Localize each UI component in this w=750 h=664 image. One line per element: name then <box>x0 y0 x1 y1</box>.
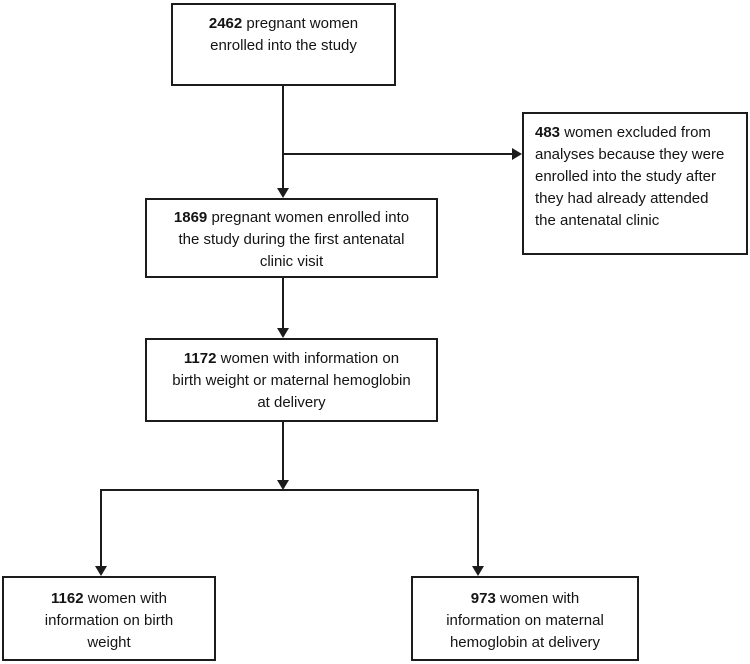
node-first-visit-line: clinic visit <box>259 253 324 270</box>
connector-enrolled-to-first-visit <box>282 85 284 188</box>
node-excluded-line: enrolled into the study after <box>535 168 716 185</box>
node-info-any-line: birth weight or maternal hemoglobin <box>172 372 411 389</box>
node-hemoglobin-count: 973 <box>470 590 496 607</box>
node-excluded-line: the antenatal clinic <box>535 212 660 229</box>
node-birth-weight-count: 1162 <box>51 590 84 607</box>
node-first-visit-line: the study during the first antenatal <box>178 231 405 248</box>
arrowhead-right-icon <box>512 148 522 160</box>
node-first-visit-count: 1869 <box>173 209 208 226</box>
node-hemoglobin: 973 women with information on maternal h… <box>411 576 639 661</box>
node-info-any-line: at delivery <box>257 394 326 411</box>
node-enrolled-line: 2462 pregnant women <box>208 15 359 32</box>
arrowhead-down-icon <box>277 188 289 198</box>
node-enrolled-line: enrolled into the study <box>210 37 357 54</box>
arrowhead-down-icon <box>472 566 484 576</box>
connector-branch-to-excluded <box>283 153 512 155</box>
node-hemoglobin-line: 973 women with <box>470 590 580 607</box>
connector-split-to-birth-weight <box>100 489 102 566</box>
node-info-any: 1172 women with information on birth wei… <box>145 338 438 422</box>
arrowhead-down-icon <box>277 328 289 338</box>
node-hemoglobin-line: information on maternal <box>446 612 604 629</box>
node-birth-weight: 1162 women with information on birth wei… <box>2 576 216 661</box>
node-excluded: 483 women excluded from analyses because… <box>522 112 748 255</box>
node-first-visit-line: 1869 pregnant women enrolled into <box>173 209 410 226</box>
node-birth-weight-line: information on birth <box>44 612 174 629</box>
node-excluded-count: 483 <box>535 124 561 141</box>
node-enrolled: 2462 pregnant women enrolled into the st… <box>171 3 396 86</box>
node-info-any-count: 1172 <box>183 350 217 367</box>
node-birth-weight-line: 1162 women with <box>51 590 167 607</box>
node-excluded-line: analyses because they were <box>535 146 725 163</box>
node-excluded-line: 483 women excluded from <box>535 124 711 141</box>
connector-split-bar <box>100 489 479 491</box>
arrowhead-down-icon <box>277 480 289 490</box>
node-first-visit: 1869 pregnant women enrolled into the st… <box>145 198 438 278</box>
connector-first-visit-to-info-any <box>282 278 284 328</box>
node-enrolled-count: 2462 <box>208 15 243 32</box>
connector-split-to-hemoglobin <box>477 489 479 566</box>
connector-info-any-to-split <box>282 422 284 480</box>
node-birth-weight-line: weight <box>87 634 131 651</box>
arrowhead-down-icon <box>95 566 107 576</box>
node-excluded-line: they had already attended <box>535 190 709 207</box>
node-hemoglobin-line: hemoglobin at delivery <box>449 634 601 651</box>
node-info-any-line: 1172 women with information on <box>183 350 400 367</box>
